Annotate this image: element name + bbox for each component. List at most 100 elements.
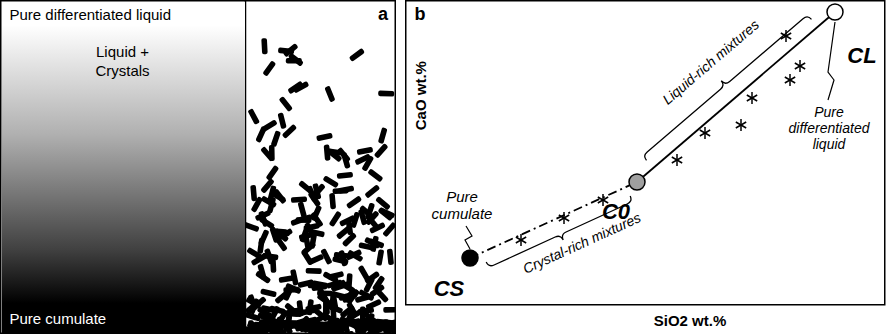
crystal [290, 216, 307, 227]
crystal [250, 185, 257, 201]
crystal [357, 147, 374, 156]
cumulate-point [462, 250, 478, 266]
crystal [379, 207, 395, 219]
end-member-note: Pure cumulate [427, 188, 497, 223]
crystal [260, 288, 277, 297]
brackets [486, 17, 811, 266]
asterisk-points [516, 30, 805, 246]
end-member-label: Pure differentiated liquid [10, 6, 172, 23]
zone-label: Liquid + Crystals [78, 43, 168, 81]
crystal [316, 133, 333, 142]
crystal [323, 175, 340, 188]
crystal [279, 96, 293, 112]
asterisk [785, 77, 795, 83]
crystal [262, 60, 276, 76]
crystal [274, 290, 290, 305]
panel-letter: a [375, 4, 391, 25]
crystal [376, 249, 384, 266]
end-member-label: Pure cumulate [10, 310, 107, 327]
asterisk [516, 237, 526, 243]
crystal [308, 282, 324, 288]
panel-divider [245, 0, 247, 334]
crystal [374, 288, 389, 304]
crystal [311, 205, 323, 222]
crystal [383, 307, 395, 313]
liquid-point [827, 4, 843, 20]
panel-a-frame [1, 1, 396, 334]
crystal [301, 241, 317, 256]
crystal [374, 143, 389, 159]
crystal [387, 249, 394, 265]
crystal [269, 145, 275, 161]
crystal [298, 180, 314, 194]
crystal [347, 249, 364, 262]
crystal [329, 193, 336, 209]
composition-symbol: CS [434, 276, 465, 301]
crystal [364, 184, 380, 198]
crystal [337, 172, 353, 179]
crystal [278, 275, 295, 283]
composition-symbol: C0 [602, 199, 630, 224]
crystal-pile [246, 38, 395, 333]
crystal [304, 222, 317, 239]
panel-letter: b [415, 4, 426, 25]
axis-label: CaO wt.% [412, 61, 429, 130]
asterisk [795, 63, 805, 69]
crystal [387, 318, 395, 327]
crystal [284, 302, 300, 317]
crystal [355, 294, 372, 304]
crystal [287, 81, 303, 95]
asterisk [785, 77, 795, 83]
liquid-rich-bracket [645, 17, 812, 160]
crystal [332, 188, 348, 194]
crystal [270, 257, 276, 273]
crystal [363, 276, 375, 293]
crystal [311, 183, 326, 199]
crystal [323, 298, 330, 314]
crystal [341, 152, 351, 169]
leader-line [828, 22, 835, 100]
asterisk [559, 215, 569, 221]
crystal [358, 209, 368, 226]
asterisk [736, 122, 746, 128]
crystal [277, 112, 286, 129]
asterisk [747, 95, 757, 101]
crystal [330, 293, 338, 310]
crystal [391, 325, 395, 333]
crystal [271, 130, 282, 147]
asterisk [559, 215, 569, 221]
crystal [365, 202, 376, 219]
crystal [378, 127, 388, 144]
asterisk [795, 63, 805, 69]
crystal [266, 165, 280, 181]
crystal [259, 216, 276, 229]
panel-b-frame [406, 1, 885, 305]
crystal [246, 222, 260, 233]
asterisk [516, 237, 526, 243]
asterisk [672, 157, 682, 163]
asterisk [700, 130, 710, 136]
crystal [336, 225, 352, 240]
end-member-note: Pure differentiated liquid [777, 104, 881, 152]
asterisk [736, 122, 746, 128]
crystal [378, 91, 394, 97]
crystal [306, 268, 322, 274]
crystal [361, 155, 374, 172]
initial-magma-point [629, 174, 645, 190]
crystal [327, 271, 344, 280]
asterisk [672, 157, 682, 163]
crystal [251, 296, 267, 311]
crystal [286, 58, 302, 64]
asterisk [747, 95, 757, 101]
crystal [247, 108, 259, 125]
crystal [368, 238, 385, 249]
crystal [346, 301, 359, 318]
crystal [278, 47, 294, 54]
crystal [324, 86, 335, 103]
crystal [367, 168, 383, 182]
crystal [261, 38, 267, 54]
crystal [358, 265, 371, 282]
range-label: Liquid-rich mixtures [660, 16, 763, 107]
crystal [358, 307, 375, 315]
